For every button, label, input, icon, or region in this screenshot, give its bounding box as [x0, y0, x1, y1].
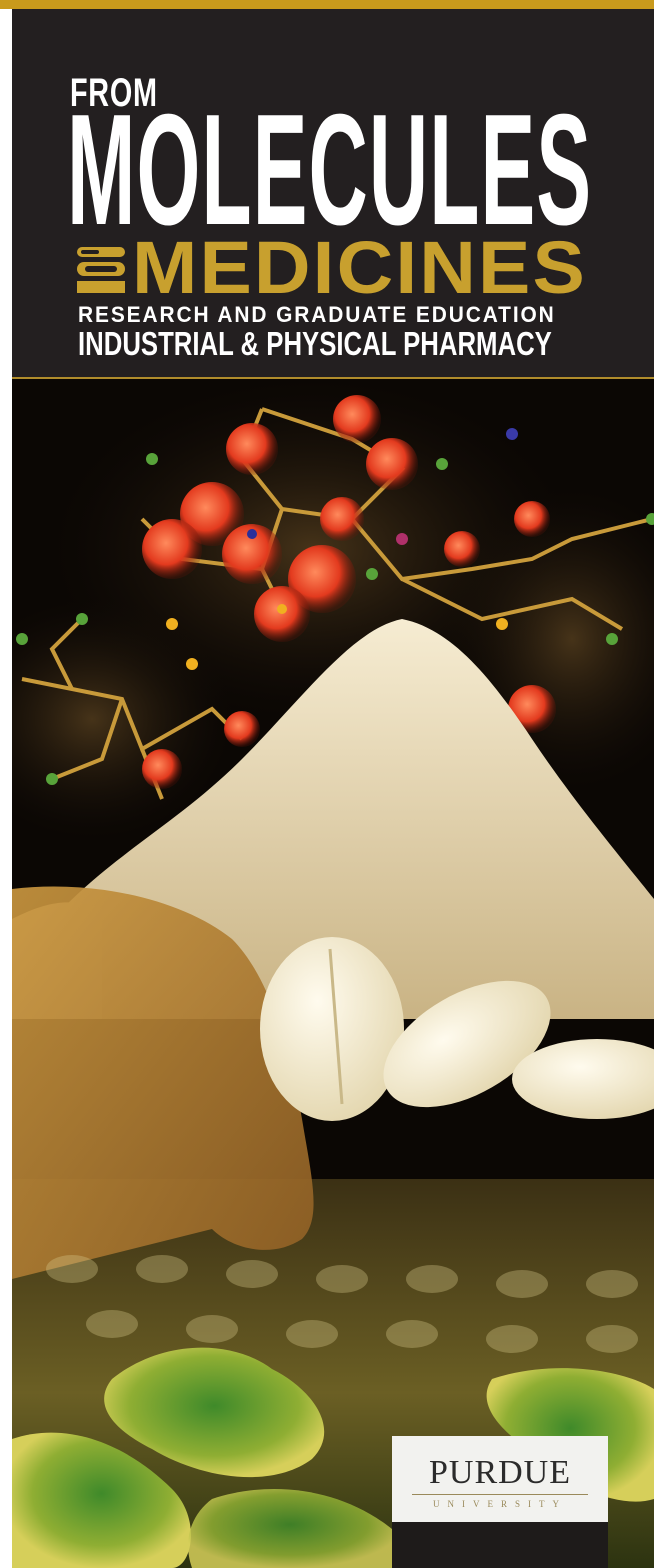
purdue-logo: PURDUE UNIVERSITY: [392, 1436, 608, 1522]
to-logo-mark: TO: [77, 247, 125, 293]
purdue-logo-name: PURDUE: [428, 1454, 572, 1491]
cover-header: FROM MOLECULES TO MEDICINES RESEARCH AND…: [12, 9, 654, 377]
title-from: FROM: [70, 71, 158, 115]
top-gold-bar: [0, 0, 654, 9]
subtitle-research: RESEARCH AND GRADUATE EDUCATION: [78, 302, 556, 327]
purdue-logo-rule: [412, 1494, 588, 1495]
purdue-logo-university: UNIVERSITY: [433, 1499, 567, 1509]
title-molecules: MOLECULES: [67, 82, 593, 258]
cover-photo-illustration: [12, 379, 654, 1568]
logo-footer-band: [392, 1522, 608, 1568]
left-margin-strip: [0, 9, 12, 1568]
title-medicines: MEDICINES: [132, 226, 587, 309]
subtitle-pharmacy: INDUSTRIAL & PHYSICAL PHARMACY: [78, 325, 552, 362]
header-gold-rule: [12, 377, 654, 379]
